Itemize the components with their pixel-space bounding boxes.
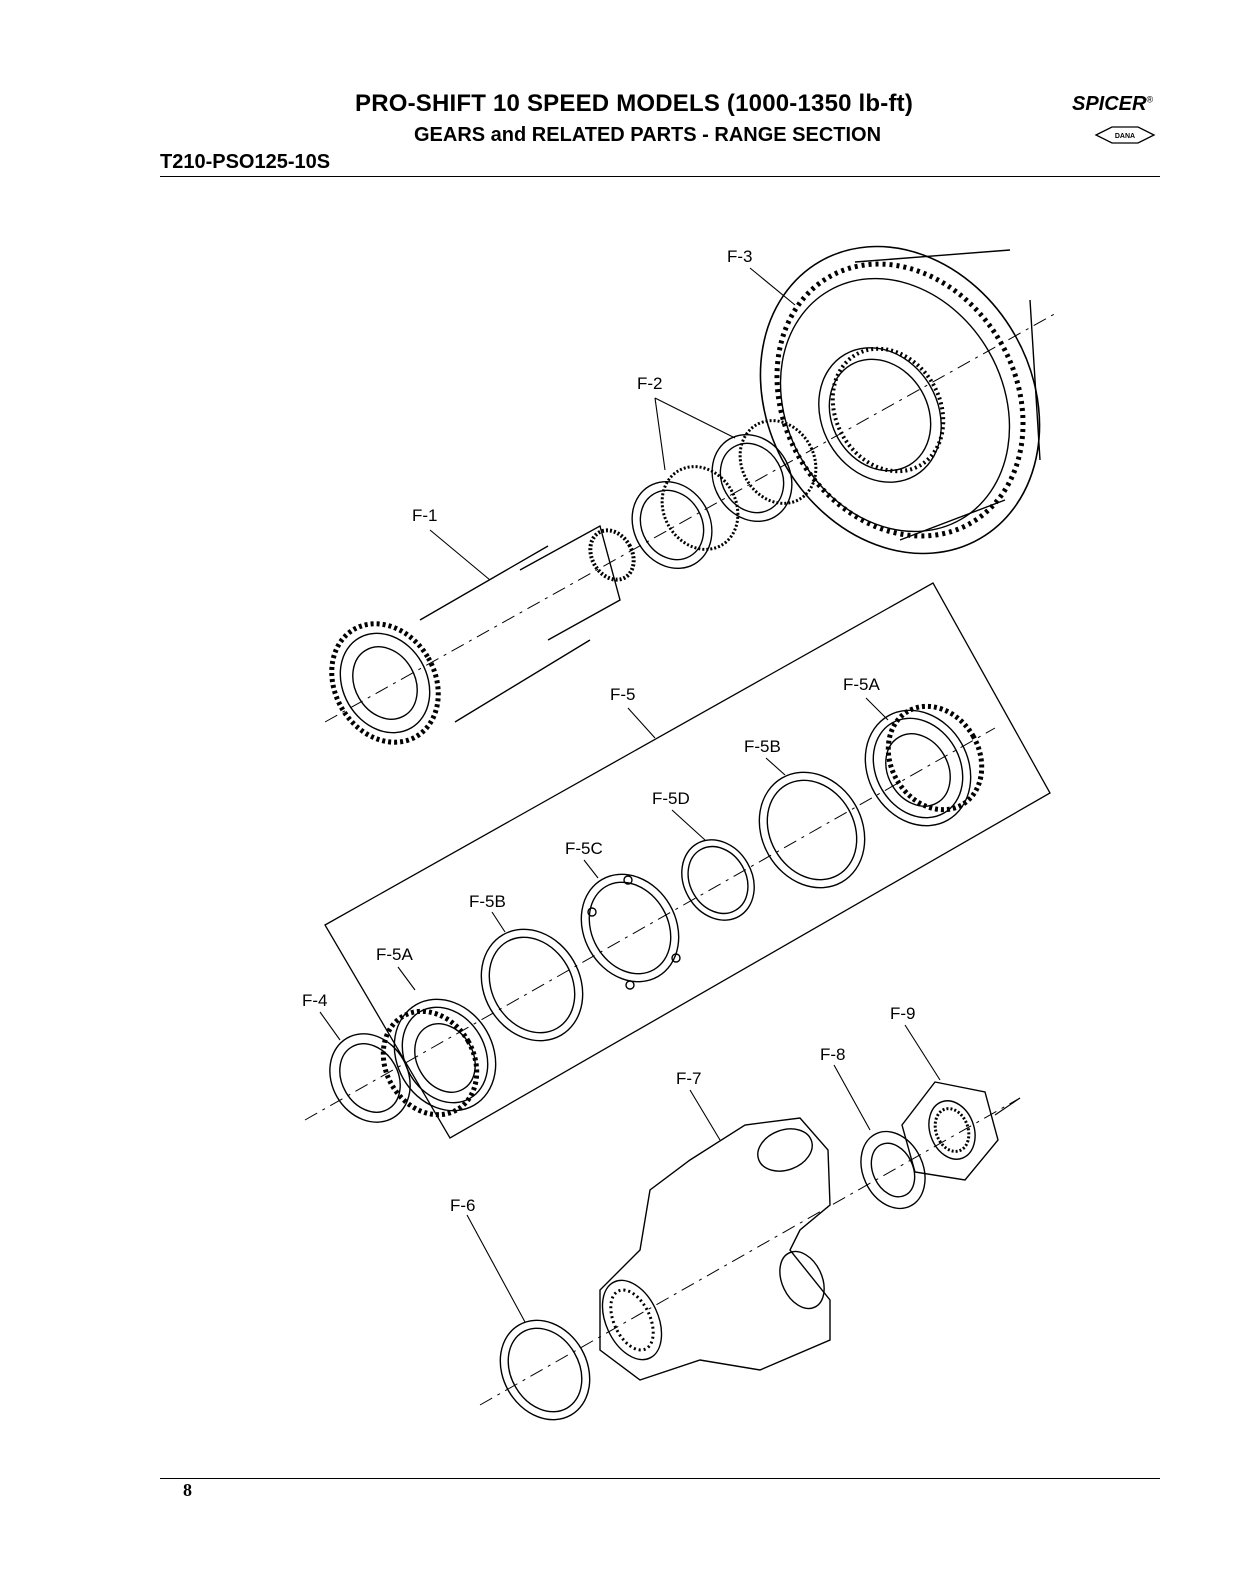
oil-seal xyxy=(499,1319,591,1421)
callout-f5b-right: F-5B xyxy=(744,737,781,756)
callout-f3: F-3 xyxy=(727,247,753,266)
leader-lines xyxy=(319,267,1021,1323)
callout-f8: F-8 xyxy=(820,1045,846,1064)
range-gear xyxy=(759,245,1041,555)
callout-f5a-right: F-5A xyxy=(843,675,881,694)
registered-mark: ® xyxy=(1146,94,1154,105)
callout-f5b-left: F-5B xyxy=(469,892,506,911)
bearing-cup-right xyxy=(758,771,866,889)
page-subtitle: GEARS and RELATED PARTS - RANGE SECTION xyxy=(414,124,882,146)
callout-f6: F-6 xyxy=(450,1196,476,1215)
bearing-cone-left xyxy=(380,998,497,1118)
brand-text: SPICER xyxy=(1072,93,1147,115)
spacer xyxy=(681,839,755,921)
callout-f7: F-7 xyxy=(676,1069,702,1088)
callout-f2: F-2 xyxy=(637,374,663,393)
bearing-assembly-box xyxy=(324,582,1051,1139)
bearing-cone-right xyxy=(864,703,985,827)
output-shaft xyxy=(329,524,636,745)
callout-f5d: F-5D xyxy=(652,789,690,808)
needle-bearings xyxy=(631,419,818,570)
footer-rule xyxy=(160,1478,1160,1479)
lock-nut xyxy=(901,1081,999,1181)
end-yoke xyxy=(599,1117,831,1381)
callout-f5c: F-5C xyxy=(565,839,603,858)
part-code: T210-PSO125-10S xyxy=(160,151,331,173)
flat-washer xyxy=(860,1130,926,1210)
callout-f9: F-9 xyxy=(890,1004,916,1023)
dana-logo-icon: DANA xyxy=(1094,126,1156,144)
page-title: PRO-SHIFT 10 SPEED MODELS (1000-1350 lb-… xyxy=(355,90,914,117)
callout-f1: F-1 xyxy=(412,506,438,525)
callout-f5: F-5 xyxy=(610,685,636,704)
header-rule xyxy=(160,176,1160,177)
brand-name: SPICER® xyxy=(1072,93,1153,116)
callout-f4: F-4 xyxy=(302,991,328,1010)
thrust-washer xyxy=(329,1033,411,1123)
bearing-cup-left xyxy=(480,928,584,1042)
page-number: 8 xyxy=(183,1480,192,1500)
dana-logo-text: DANA xyxy=(1115,133,1135,140)
callout-f5a-left: F-5A xyxy=(376,945,414,964)
cup-spacer xyxy=(580,873,681,990)
